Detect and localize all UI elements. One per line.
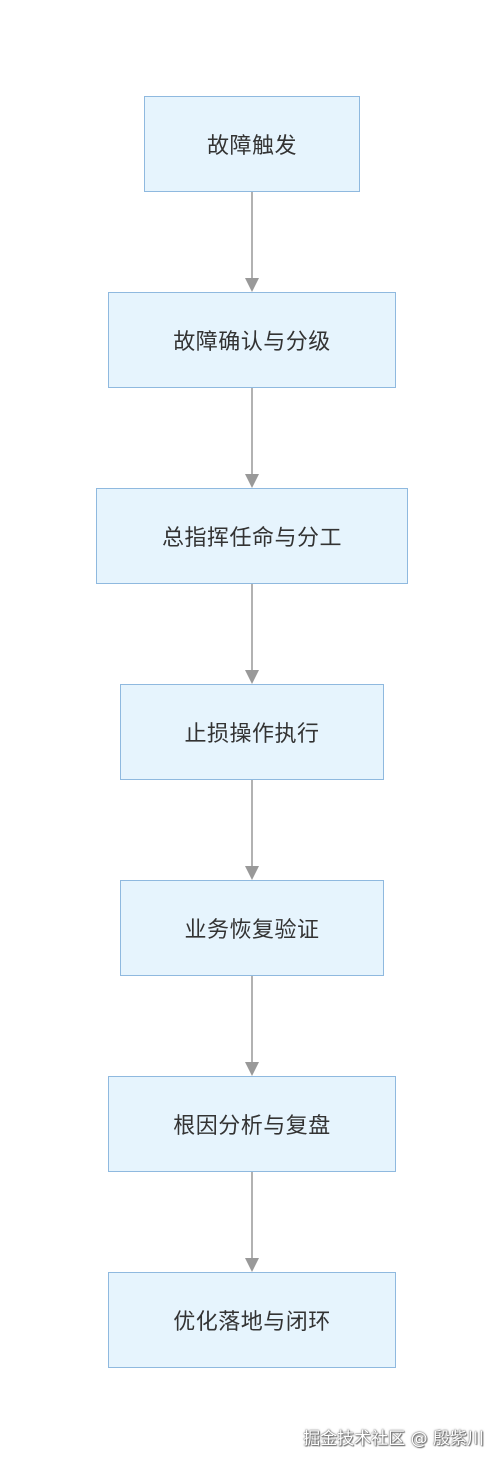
flow-node-mitigation: 止损操作执行 xyxy=(120,684,384,780)
node-label: 故障确认与分级 xyxy=(173,330,331,355)
node-label: 优化落地与闭环 xyxy=(173,1310,331,1335)
arrowhead-5 xyxy=(245,1062,259,1076)
flow-node-recovery-verify: 业务恢复验证 xyxy=(120,880,384,976)
flow-node-fault-confirm: 故障确认与分级 xyxy=(108,292,396,388)
arrowhead-3 xyxy=(245,670,259,684)
flow-node-root-cause: 根因分析与复盘 xyxy=(108,1076,396,1172)
node-label: 总指挥任命与分工 xyxy=(161,526,342,551)
flow-node-commander-assign: 总指挥任命与分工 xyxy=(96,488,408,584)
node-label: 止损操作执行 xyxy=(184,722,320,747)
watermark: 掘金技术社区 @ 殷紫川 xyxy=(303,1429,484,1449)
arrowhead-6 xyxy=(245,1258,259,1272)
arrowhead-4 xyxy=(245,866,259,880)
node-label: 业务恢复验证 xyxy=(184,918,320,943)
node-label: 故障触发 xyxy=(206,134,297,159)
arrowhead-2 xyxy=(245,474,259,488)
flow-node-fault-trigger: 故障触发 xyxy=(144,96,360,192)
node-label: 根因分析与复盘 xyxy=(173,1114,331,1139)
flow-node-optimize-close: 优化落地与闭环 xyxy=(108,1272,396,1368)
arrowhead-1 xyxy=(245,278,259,292)
